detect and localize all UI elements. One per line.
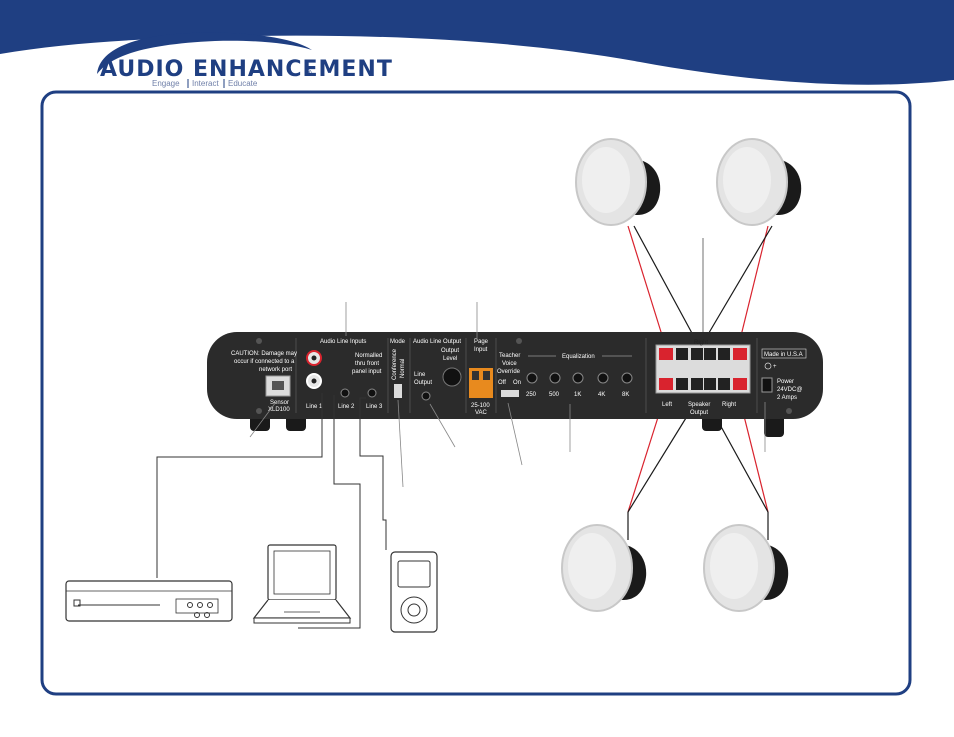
page-vac-label1: 25-100	[471, 403, 490, 409]
eq-1k-knob[interactable]	[572, 372, 584, 384]
page-frame	[40, 90, 912, 696]
speaker-output-label2: Output	[690, 410, 708, 416]
brand-logo: AUDIO ENHANCEMENT ® Engage Interact Educ…	[97, 32, 393, 88]
made-in-label: Made in U.S.A	[764, 352, 803, 358]
eq-4k-label: 4K	[598, 392, 605, 398]
sensor-label: Sensor	[270, 400, 289, 406]
normalled-line1: Normalled	[355, 353, 382, 359]
normalled-line3: panel input	[352, 369, 382, 375]
speaker-top-label: Right	[694, 340, 708, 346]
eq-8k-knob[interactable]	[621, 372, 633, 384]
caution-line2: occur if connected to a	[234, 359, 295, 365]
mode-conference-label: Conference	[392, 348, 398, 380]
eq-8k-label: 8K	[622, 392, 629, 398]
eq-4k-knob[interactable]	[597, 372, 609, 384]
dvd-player	[65, 580, 233, 622]
power-label3: 2 Amps	[777, 395, 797, 401]
caution-line3: network port	[259, 367, 292, 373]
polarity-plus-icon: +	[773, 364, 777, 370]
speaker-bottom-right	[703, 524, 789, 612]
mode-switch[interactable]	[394, 384, 402, 398]
device-cables	[156, 393, 387, 629]
callout-lines	[249, 302, 766, 488]
line3-jack[interactable]	[367, 388, 377, 398]
mode-label: Mode	[390, 339, 406, 345]
line2-label: Line 2	[338, 404, 355, 410]
override-switch[interactable]	[501, 390, 519, 397]
eq-500-knob[interactable]	[549, 372, 561, 384]
amplifier-panel: CAUTION: Damage may occur if connected t…	[207, 332, 823, 437]
equalization-label: Equalization	[562, 354, 595, 360]
line2-jack[interactable]	[340, 388, 350, 398]
power-label2: 24VDC@	[777, 387, 802, 393]
normalled-line2: thru front	[355, 361, 379, 367]
laptop	[252, 544, 352, 624]
eq-250-knob[interactable]	[526, 372, 538, 384]
output-level-label1: Output	[441, 348, 459, 354]
output-level-knob[interactable]	[442, 367, 462, 387]
speaker-left-label: Left	[662, 402, 672, 408]
speaker-right-label: Right	[722, 402, 736, 408]
tagline-engage: Engage	[152, 79, 180, 88]
teacher-voice-label3: Override	[497, 369, 521, 375]
teacher-voice-label2: Voice	[502, 361, 517, 367]
speaker-output-label1: Speaker	[688, 402, 710, 408]
brand-name: AUDIO ENHANCEMENT	[100, 57, 393, 82]
page-input-label2: Input	[474, 347, 488, 353]
line-output-label2: Output	[414, 380, 432, 386]
eq-1k-label: 1K	[574, 392, 581, 398]
output-level-label2: Level	[443, 356, 457, 362]
line-output-label1: Line	[414, 372, 426, 378]
audio-line-output-label: Audio Line Output	[413, 339, 461, 345]
header-wave	[0, 0, 954, 85]
registered-mark: ®	[305, 68, 312, 78]
speaker-top-left	[575, 138, 661, 226]
eq-500-label: 500	[549, 392, 560, 398]
power-label1: Power	[777, 379, 794, 385]
sensor-model-label: XLD100	[268, 407, 290, 413]
tagline-interact: Interact	[192, 79, 219, 88]
page-vac-label2: VAC	[475, 410, 488, 416]
speaker-bottom-left	[561, 524, 647, 612]
page-input-label1: Page	[474, 339, 489, 345]
audio-line-inputs-label: Audio Line Inputs	[320, 339, 366, 345]
mode-normal-label: Normal	[400, 359, 406, 378]
line3-label: Line 3	[366, 404, 383, 410]
line-output-jack[interactable]	[421, 391, 431, 401]
override-on-label: On	[513, 380, 521, 386]
speaker-top-right	[716, 138, 802, 226]
power-jack[interactable]	[761, 377, 773, 393]
mp3-player	[390, 551, 438, 633]
eq-250-label: 250	[526, 392, 537, 398]
line1-label: Line 1	[306, 404, 323, 410]
caution-line1: CAUTION: Damage may	[231, 351, 297, 357]
override-off-label: Off	[498, 380, 506, 386]
teacher-voice-label1: Teacher	[499, 353, 520, 359]
tagline-educate: Educate	[228, 79, 258, 88]
